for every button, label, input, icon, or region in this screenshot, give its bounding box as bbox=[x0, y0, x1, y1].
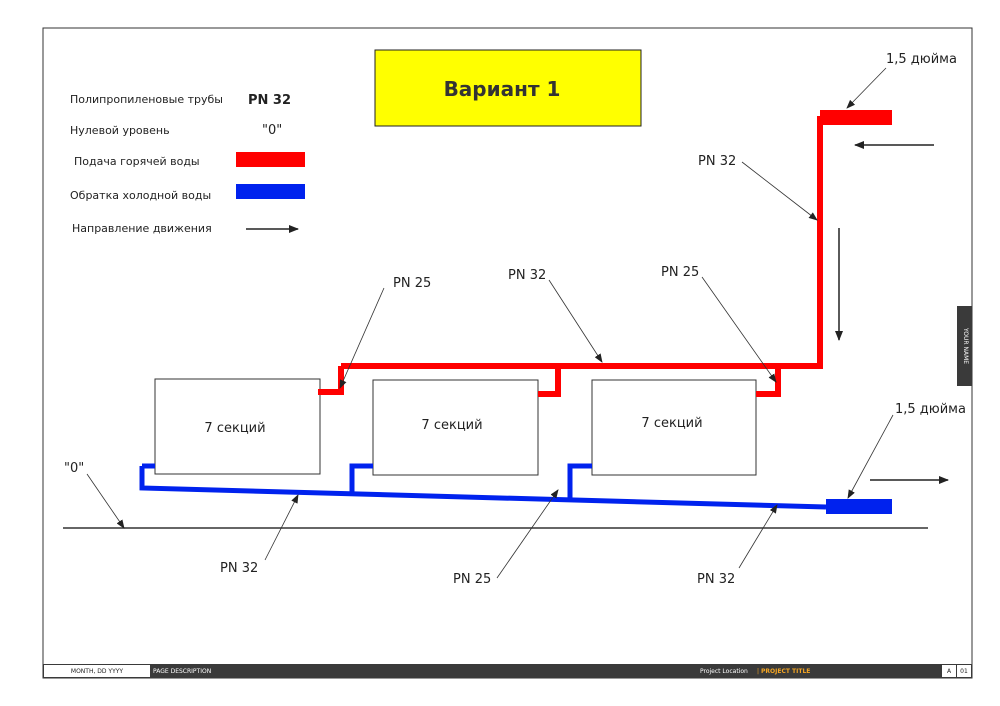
sidebar-name-tab bbox=[957, 306, 972, 386]
hot-supply-pipes bbox=[318, 116, 823, 397]
label-inlet-bottom: 1,5 дюйма bbox=[895, 402, 966, 417]
diagram-title: Вариант 1 bbox=[444, 77, 561, 101]
footer-date: MONTH, DD YYYY bbox=[71, 668, 124, 675]
radiator-3-label: 7 секций bbox=[641, 416, 702, 431]
legend-hot-swatch bbox=[236, 152, 305, 167]
footer-bar: MONTH, DD YYYY PAGE DESCRIPTION Project … bbox=[43, 664, 972, 678]
label-return-left: PN 32 bbox=[220, 561, 258, 576]
radiator-1: 7 секций bbox=[154, 378, 321, 475]
label-return-right: PN 32 bbox=[697, 572, 735, 587]
footer-sheet-letter: A bbox=[947, 668, 952, 675]
label-supply-main: PN 32 bbox=[508, 268, 546, 283]
radiator-2-label: 7 секций bbox=[421, 418, 482, 433]
legend-pipes-value: PN 32 bbox=[248, 93, 291, 108]
cold-branch-2 bbox=[349, 463, 373, 492]
radiator-3: 7 секций bbox=[591, 379, 757, 476]
legend-cold-label: Обратка холодной воды bbox=[70, 189, 211, 202]
radiator-1-label: 7 секций bbox=[204, 421, 265, 436]
sidebar-name-text: YOUR NAME bbox=[962, 327, 969, 364]
radiator-2: 7 секций bbox=[372, 379, 539, 476]
footer-page-description: PAGE DESCRIPTION bbox=[153, 668, 211, 675]
label-branch-right: PN 25 bbox=[661, 265, 699, 280]
hot-riser-pipe bbox=[341, 116, 823, 369]
label-inlet-top: 1,5 дюйма bbox=[886, 52, 957, 67]
cold-main-pipe bbox=[139, 466, 827, 510]
cold-branch-3 bbox=[567, 463, 592, 498]
hot-inlet-pipe bbox=[820, 110, 892, 125]
cold-return-pipes bbox=[139, 463, 827, 510]
footer-location: Project Location bbox=[700, 668, 748, 675]
legend-hot-label: Подача горячей воды bbox=[74, 155, 200, 168]
label-return-mid: PN 25 bbox=[453, 572, 491, 587]
title-box bbox=[374, 49, 642, 127]
legend-zero-label: Нулевой уровень bbox=[70, 124, 170, 137]
label-zero-level: "0" bbox=[64, 461, 84, 476]
cold-outlet-pipe bbox=[826, 499, 892, 514]
legend-zero-value: "0" bbox=[262, 123, 282, 138]
label-riser: PN 32 bbox=[698, 154, 736, 169]
leader-lines bbox=[86, 67, 894, 579]
footer-separator: | bbox=[757, 668, 759, 675]
footer-sheet-number: 01 bbox=[960, 668, 968, 675]
legend-direction-label: Направление движения bbox=[72, 222, 212, 235]
hot-branch-3 bbox=[756, 366, 781, 397]
legend-pipes-label: Полипропиленовые трубы bbox=[70, 93, 223, 106]
hot-branch-1 bbox=[318, 366, 344, 395]
footer-project-title: PROJECT TITLE bbox=[761, 668, 810, 675]
legend-cold-swatch bbox=[236, 184, 305, 199]
hot-branch-2 bbox=[538, 366, 561, 397]
label-branch-left: PN 25 bbox=[393, 276, 431, 291]
